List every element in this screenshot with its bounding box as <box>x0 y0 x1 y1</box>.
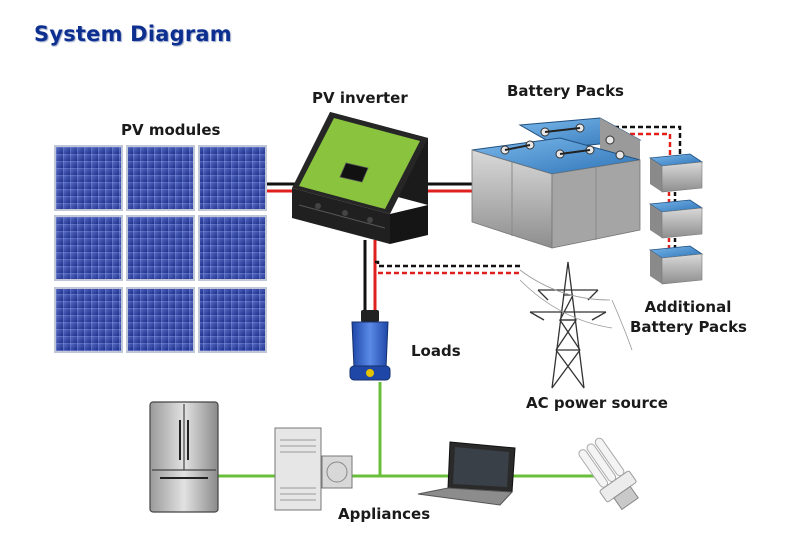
plug-icon <box>349 310 391 381</box>
pv-inverter-label: PV inverter <box>312 89 408 107</box>
page-title: System Diagram <box>34 22 232 46</box>
cfl-bulb-icon <box>578 437 639 511</box>
additional-battery-line1: Additional <box>644 298 732 316</box>
battery-icon <box>648 199 704 239</box>
battery-icon <box>648 153 704 193</box>
air-conditioner-icon <box>274 427 353 511</box>
battery-icon <box>648 245 704 285</box>
refrigerator-icon <box>149 401 219 513</box>
pv-modules-label: PV modules <box>121 121 221 139</box>
solar-panel-icon <box>54 145 267 353</box>
battery-packs-label: Battery Packs <box>507 82 624 100</box>
loads-label: Loads <box>411 342 461 360</box>
power-tower-icon <box>519 261 633 389</box>
inverter-icon <box>292 112 428 244</box>
battery-bank <box>471 117 704 285</box>
battery-icon <box>471 117 642 249</box>
ac-power-source-label: AC power source <box>526 394 668 412</box>
laptop-icon <box>417 441 516 506</box>
additional-battery-packs-label: Additional Battery Packs <box>630 298 747 336</box>
pv-array <box>54 145 267 353</box>
appliances-label: Appliances <box>338 505 431 523</box>
additional-battery-line2: Battery Packs <box>630 318 747 336</box>
